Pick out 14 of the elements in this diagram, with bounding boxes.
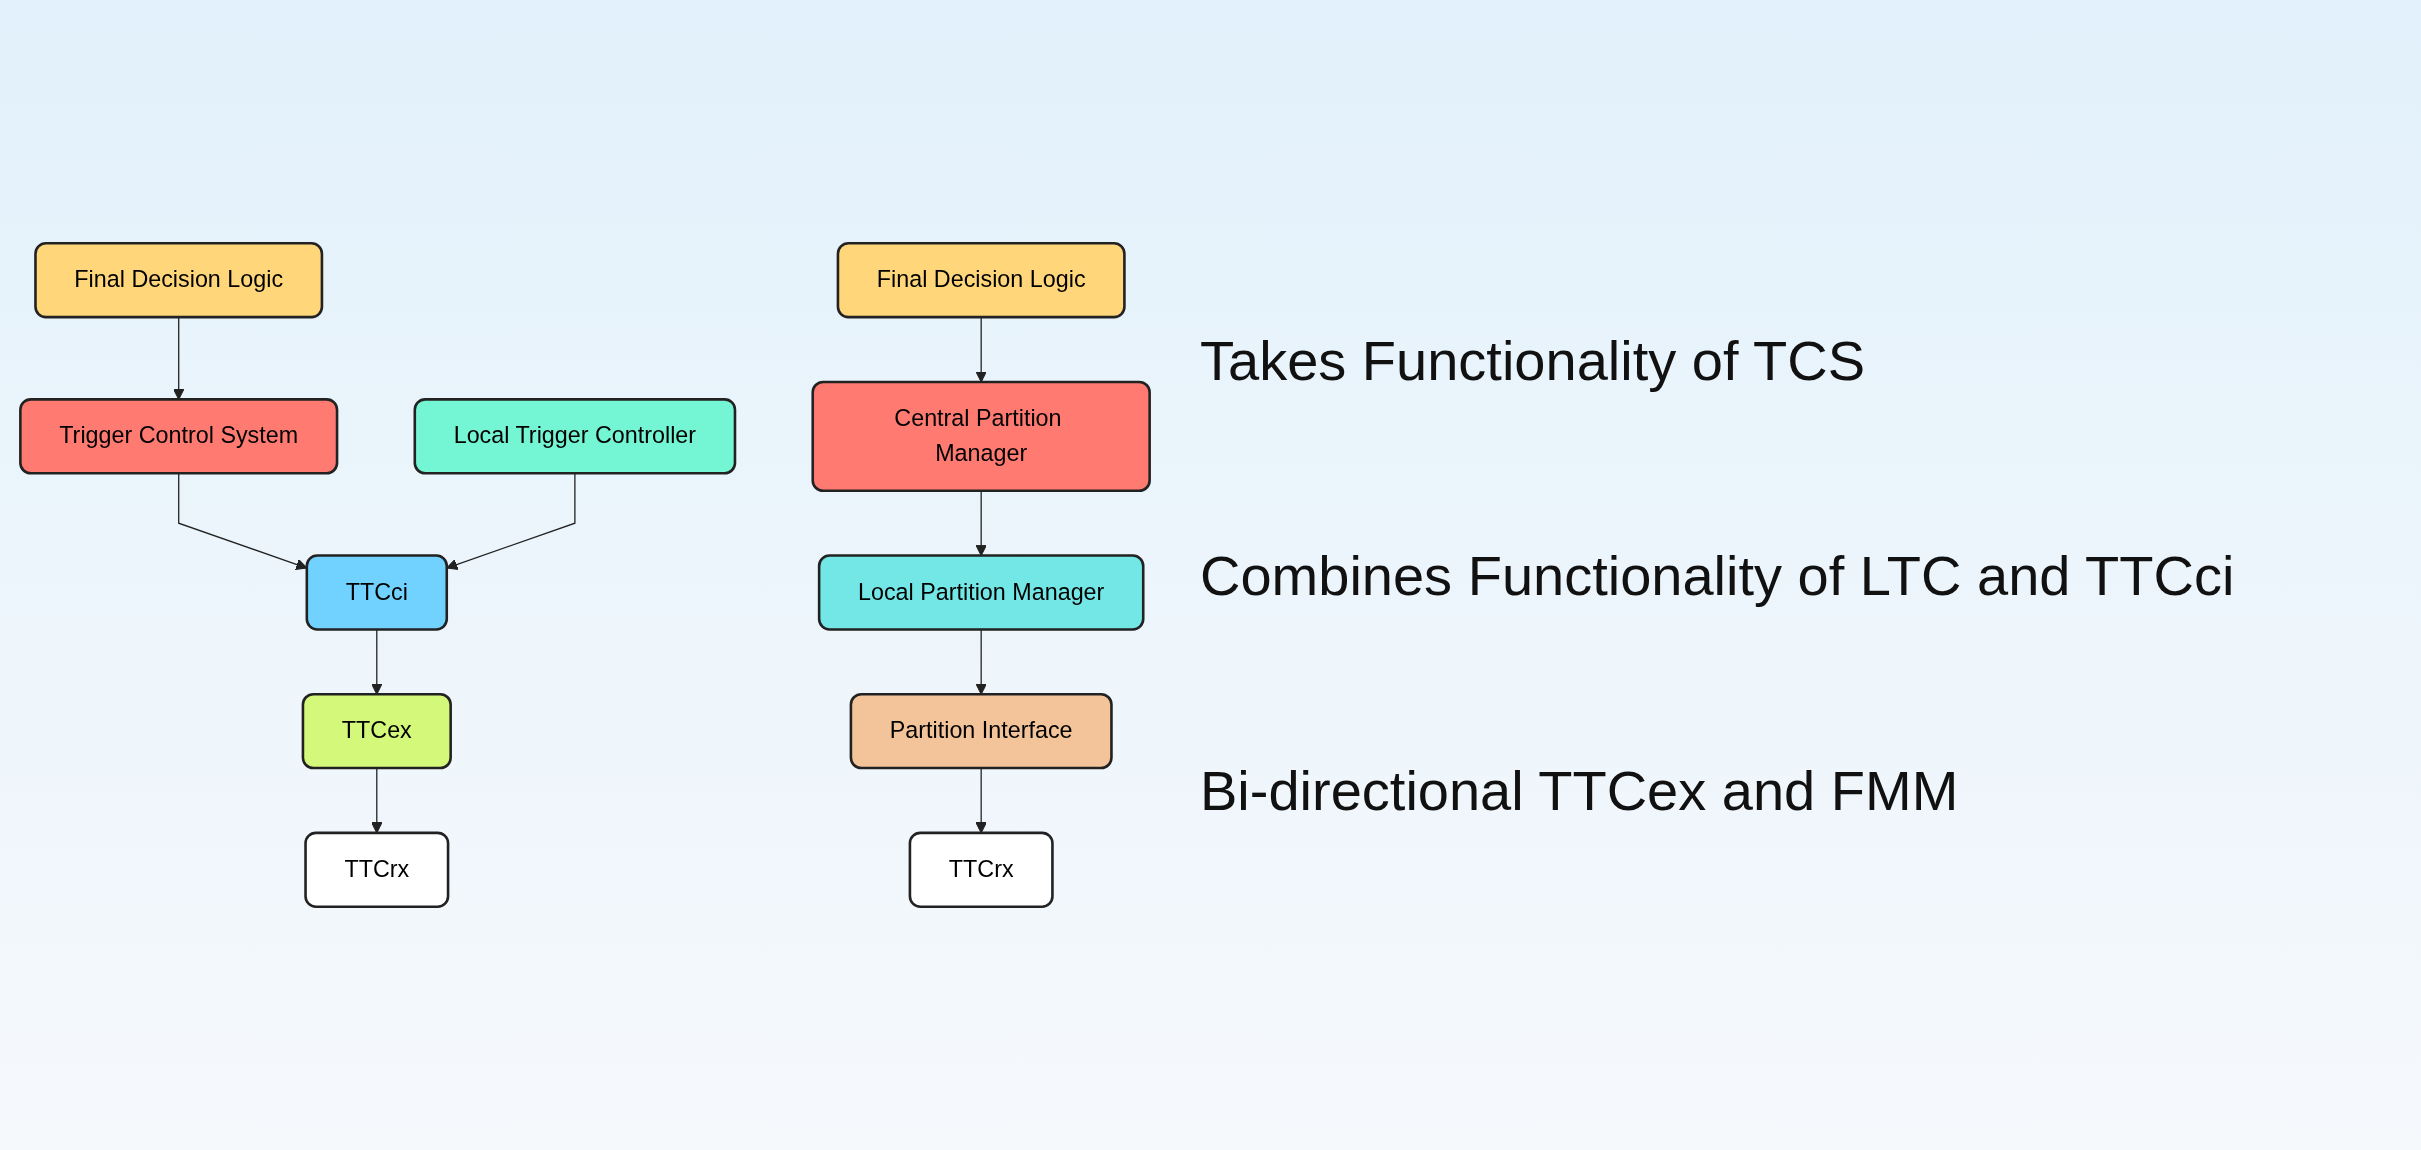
annotation-text: Takes Functionality of TCS: [1200, 327, 1867, 393]
node-box: Trigger Control System: [19, 398, 339, 475]
node-box: TTCrx: [908, 831, 1054, 908]
node-box: Final Decision Logic: [836, 242, 1126, 319]
node-box: Final Decision Logic: [34, 242, 324, 319]
node-box: Local Trigger Controller: [413, 398, 737, 475]
node-box: Partition Interface: [849, 692, 1113, 770]
annotation-text: Bi-directional TTCex and FMM: [1200, 757, 1960, 823]
node-box: Local Partition Manager: [817, 554, 1145, 631]
annotation-text: Combines Functionality of LTC and TTCci: [1200, 542, 2235, 608]
node-box: TTCex: [301, 692, 452, 770]
node-box: TTCci: [305, 554, 449, 631]
node-box: TTCrx: [304, 831, 450, 908]
node-box: Central Partition Manager: [811, 380, 1151, 493]
